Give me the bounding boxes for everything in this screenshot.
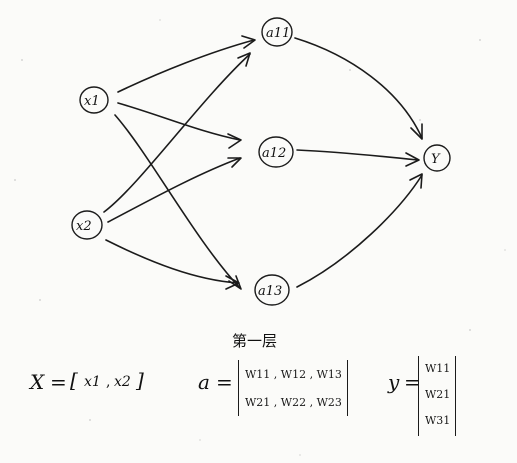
edges-hidden-output — [294, 37, 423, 288]
edge-a11-y — [294, 37, 423, 139]
node-a11: a11 — [261, 17, 293, 47]
a-matrix-row-1: W11 , W12 , W13 — [245, 368, 342, 381]
a-equation-eq: = — [216, 370, 233, 394]
x-equation-sep: , — [106, 374, 111, 390]
node-x1-label: x1 — [84, 94, 100, 109]
edge-x2-a11 — [103, 53, 251, 213]
y-equation-lhs: y — [388, 370, 400, 394]
a-matrix-brackets: W11 , W12 , W13 W21 , W22 , W23 — [238, 360, 348, 416]
node-a12: a12 — [258, 136, 294, 168]
y-equation-eq: = — [404, 370, 421, 394]
edge-x1-a13 — [114, 114, 241, 289]
layer-title: 第一层 — [232, 332, 278, 350]
x-equation-x2: x2 — [114, 374, 131, 390]
edges-input-hidden — [103, 35, 256, 290]
node-y: Y — [423, 144, 451, 172]
node-x1: x1 — [79, 86, 109, 114]
x-equation-x1: x1 — [84, 374, 101, 390]
y-matrix-cell-3: W31 — [425, 414, 451, 427]
node-y-label: Y — [431, 152, 441, 167]
edge-x2-a13 — [105, 239, 239, 284]
node-a11-label: a11 — [266, 26, 290, 41]
node-x2-label: x2 — [76, 219, 92, 234]
y-matrix-brackets: W11 W21 W31 — [418, 356, 456, 436]
y-matrix-cell-2: W21 — [425, 388, 451, 401]
node-a13: a13 — [254, 274, 290, 306]
x-equation-open-bracket: [ — [70, 368, 78, 392]
node-a12-label: a12 — [262, 146, 286, 161]
edge-a13-y — [296, 174, 423, 288]
x-equation-close-bracket: ] — [136, 368, 144, 392]
node-a13-label: a13 — [258, 284, 282, 299]
node-x2: x2 — [71, 210, 103, 240]
y-matrix-cell-1: W11 — [425, 362, 451, 375]
x-equation-lhs: X — [30, 370, 45, 394]
edge-a12-y — [296, 149, 419, 161]
scan-noise — [14, 19, 506, 456]
edge-x1-a12 — [117, 102, 241, 141]
edge-x2-a12 — [107, 157, 241, 223]
edge-x1-a11 — [117, 39, 255, 93]
a-matrix-row-2: W21 , W22 , W23 — [245, 396, 342, 409]
a-equation-lhs: a — [198, 370, 210, 394]
x-equation-eq: = — [50, 370, 67, 394]
